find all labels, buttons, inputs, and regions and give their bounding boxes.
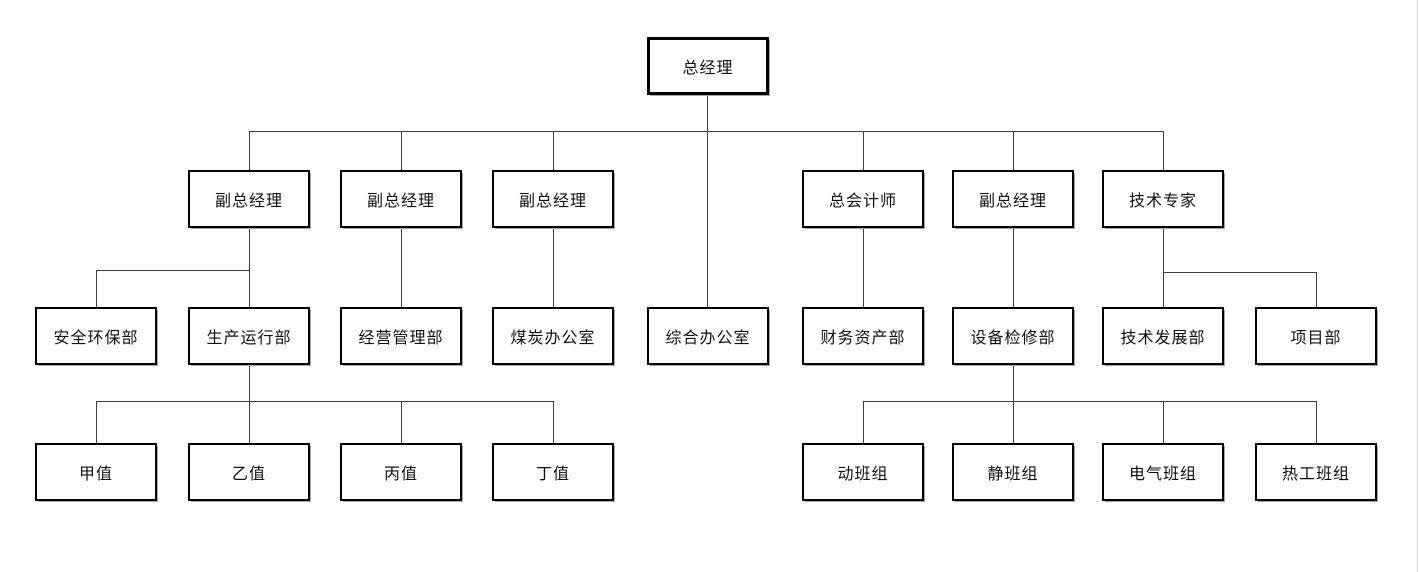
org-node-label: 丙值 (383, 464, 418, 483)
connector-line (249, 131, 250, 170)
connector-line (249, 365, 250, 401)
connector-line (1316, 272, 1317, 307)
connector-line (863, 401, 1317, 402)
connector-line (863, 401, 864, 443)
org-node-label: 安全环保部 (53, 328, 139, 347)
org-node-label: 总会计师 (828, 191, 897, 210)
connector-line (249, 228, 250, 307)
org-node-label: 总经理 (682, 58, 734, 77)
org-node-general-manager: 总经理 (647, 37, 769, 95)
connector-line (249, 401, 250, 443)
org-node-thermal-team: 热工班组 (1255, 443, 1377, 501)
connector-line (1163, 228, 1164, 307)
org-node-production-operation-dept: 生产运行部 (188, 307, 310, 365)
org-node-equipment-maintenance-dept: 设备检修部 (952, 307, 1074, 365)
org-node-shift-a: 甲值 (35, 443, 157, 501)
org-node-label: 生产运行部 (206, 328, 292, 347)
connector-line (401, 228, 402, 307)
org-node-label: 热工班组 (1281, 464, 1350, 483)
connector-line (553, 228, 554, 307)
connector-line (1013, 365, 1014, 401)
org-node-coal-office: 煤炭办公室 (492, 307, 614, 365)
org-node-safety-env-dept: 安全环保部 (35, 307, 157, 365)
org-node-general-office: 综合办公室 (647, 307, 769, 365)
connector-line (96, 270, 250, 271)
connector-line (1163, 272, 1317, 273)
org-node-shift-d: 丁值 (492, 443, 614, 501)
org-node-label: 综合办公室 (665, 328, 751, 347)
connector-line (96, 401, 554, 402)
connector-line (401, 401, 402, 443)
org-node-business-management-dept: 经营管理部 (340, 307, 462, 365)
page-edge-line (1417, 0, 1418, 572)
org-node-project-dept: 项目部 (1255, 307, 1377, 365)
connector-line (1013, 401, 1014, 443)
org-node-label: 动班组 (837, 464, 889, 483)
org-node-dynamic-team: 动班组 (802, 443, 924, 501)
connector-line (863, 131, 864, 170)
org-node-label: 项目部 (1290, 328, 1342, 347)
org-node-label: 丁值 (535, 464, 570, 483)
connector-line (1163, 131, 1164, 170)
org-node-label: 乙值 (231, 464, 266, 483)
org-node-label: 副总经理 (366, 191, 435, 210)
org-node-electrical-team: 电气班组 (1102, 443, 1224, 501)
connector-line (863, 228, 864, 307)
org-node-static-team: 静班组 (952, 443, 1074, 501)
connector-line (96, 401, 97, 443)
org-node-deputy-gm-2: 副总经理 (340, 170, 462, 228)
connector-line (1013, 228, 1014, 307)
connector-line (249, 131, 1164, 132)
connector-line (96, 270, 97, 307)
org-node-label: 副总经理 (978, 191, 1047, 210)
org-node-chief-accountant: 总会计师 (802, 170, 924, 228)
org-node-label: 技术专家 (1128, 191, 1197, 210)
org-node-label: 技术发展部 (1120, 328, 1206, 347)
org-node-label: 甲值 (78, 464, 113, 483)
org-node-label: 财务资产部 (820, 328, 906, 347)
connector-line (553, 401, 554, 443)
org-node-label: 设备检修部 (970, 328, 1056, 347)
org-node-label: 煤炭办公室 (510, 328, 596, 347)
org-node-deputy-gm-1: 副总经理 (188, 170, 310, 228)
org-node-technical-expert: 技术专家 (1102, 170, 1224, 228)
connector-line (707, 95, 708, 307)
org-node-deputy-gm-3: 副总经理 (492, 170, 614, 228)
org-node-label: 副总经理 (214, 191, 283, 210)
org-node-label: 经营管理部 (358, 328, 444, 347)
connector-line (1013, 131, 1014, 170)
connector-line (553, 131, 554, 170)
org-node-tech-development-dept: 技术发展部 (1102, 307, 1224, 365)
org-node-shift-b: 乙值 (188, 443, 310, 501)
connector-line (401, 131, 402, 170)
connector-line (1316, 401, 1317, 443)
org-node-label: 静班组 (987, 464, 1039, 483)
org-node-finance-assets-dept: 财务资产部 (802, 307, 924, 365)
org-node-label: 电气班组 (1128, 464, 1197, 483)
org-node-shift-c: 丙值 (340, 443, 462, 501)
org-node-deputy-gm-4: 副总经理 (952, 170, 1074, 228)
org-node-label: 副总经理 (518, 191, 587, 210)
connector-line (1163, 401, 1164, 443)
